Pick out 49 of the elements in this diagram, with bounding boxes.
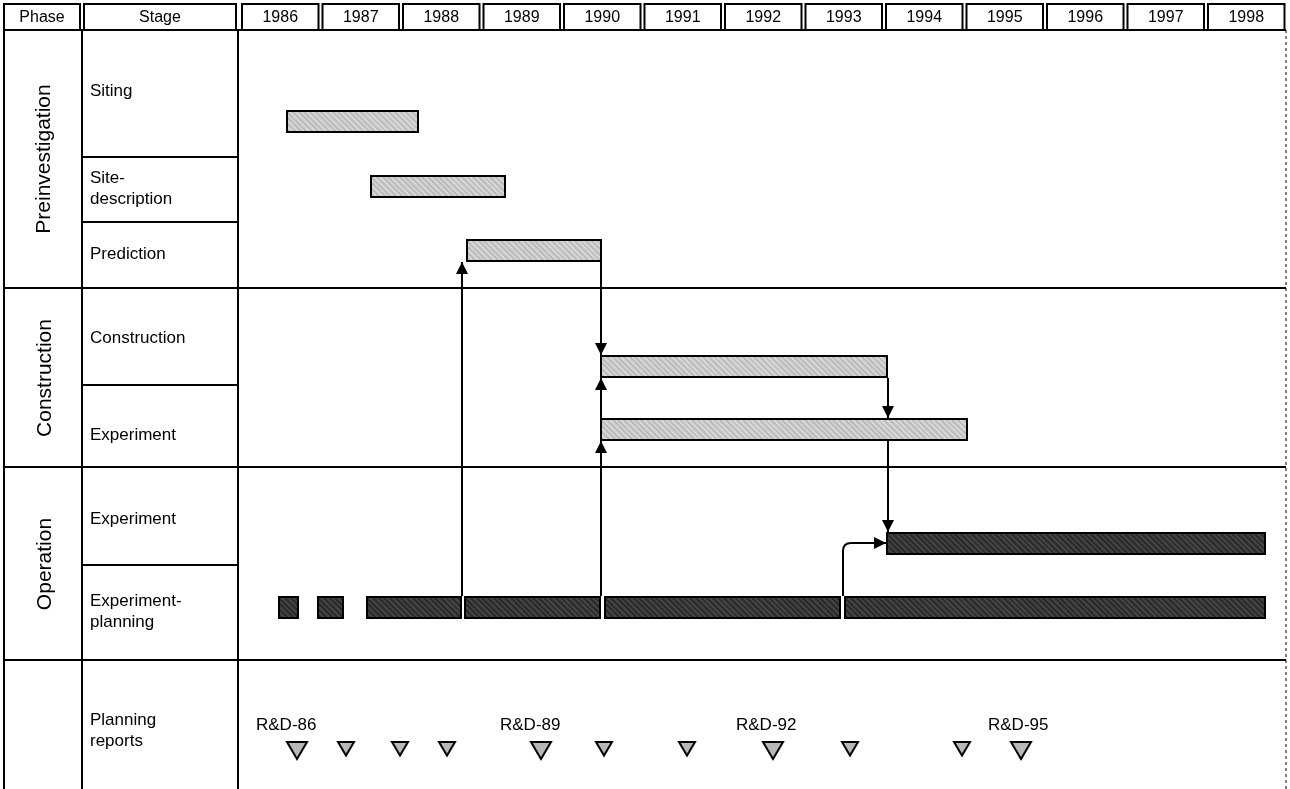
stage-label: Planning reports [90,709,158,751]
year-header: 1991 [663,7,702,27]
year-header: 1993 [824,7,863,27]
column-header: Stage [138,7,182,27]
year-header: 1994 [905,7,944,27]
gantt-bar [600,355,888,378]
stage-label: Siting [90,80,134,101]
year-header: 1988 [422,7,461,27]
year-header: 1989 [502,7,541,27]
gantt-bar [844,596,1266,619]
milestone-label: R&D-92 [736,714,798,735]
milestone-label: R&D-95 [988,714,1050,735]
arrow [882,377,894,419]
stage-label: Prediction [90,243,167,264]
phase-label: Preinvestigation [30,83,55,236]
stage-label: Experiment [90,424,177,445]
year-header: 1996 [1066,7,1105,27]
phase-label: Operation [30,516,56,612]
year-header: 1987 [341,7,380,27]
arrow [595,261,607,356]
stage-label: Experiment-planning [90,590,183,632]
gantt-bar [886,532,1266,555]
milestone-label: R&D-89 [500,714,562,735]
arrow [595,377,607,419]
stage-label: Site-description [90,167,174,209]
gantt-bar [370,175,506,198]
gantt-bar [286,110,419,133]
milestone-label: R&D-86 [256,714,318,735]
gantt-bar [278,596,299,619]
year-header: 1997 [1146,7,1185,27]
gantt-bar [366,596,462,619]
column-header: Phase [18,7,66,27]
arrow [595,440,607,597]
gantt-bar [604,596,841,619]
year-header: 1992 [744,7,783,27]
arrow [882,440,894,533]
year-header: 1998 [1227,7,1266,27]
stage-label: Experiment [90,508,177,529]
arrow [456,261,468,597]
stage-label: Construction [90,327,187,348]
year-header: 1995 [985,7,1024,27]
arrow [842,537,887,597]
gantt-bar [464,596,601,619]
gantt-bar [466,239,602,262]
year-header: 1990 [583,7,622,27]
gantt-bar [317,596,344,619]
phase-label: Construction [30,317,55,439]
gantt-bar [600,418,968,441]
year-header: 1986 [261,7,300,27]
